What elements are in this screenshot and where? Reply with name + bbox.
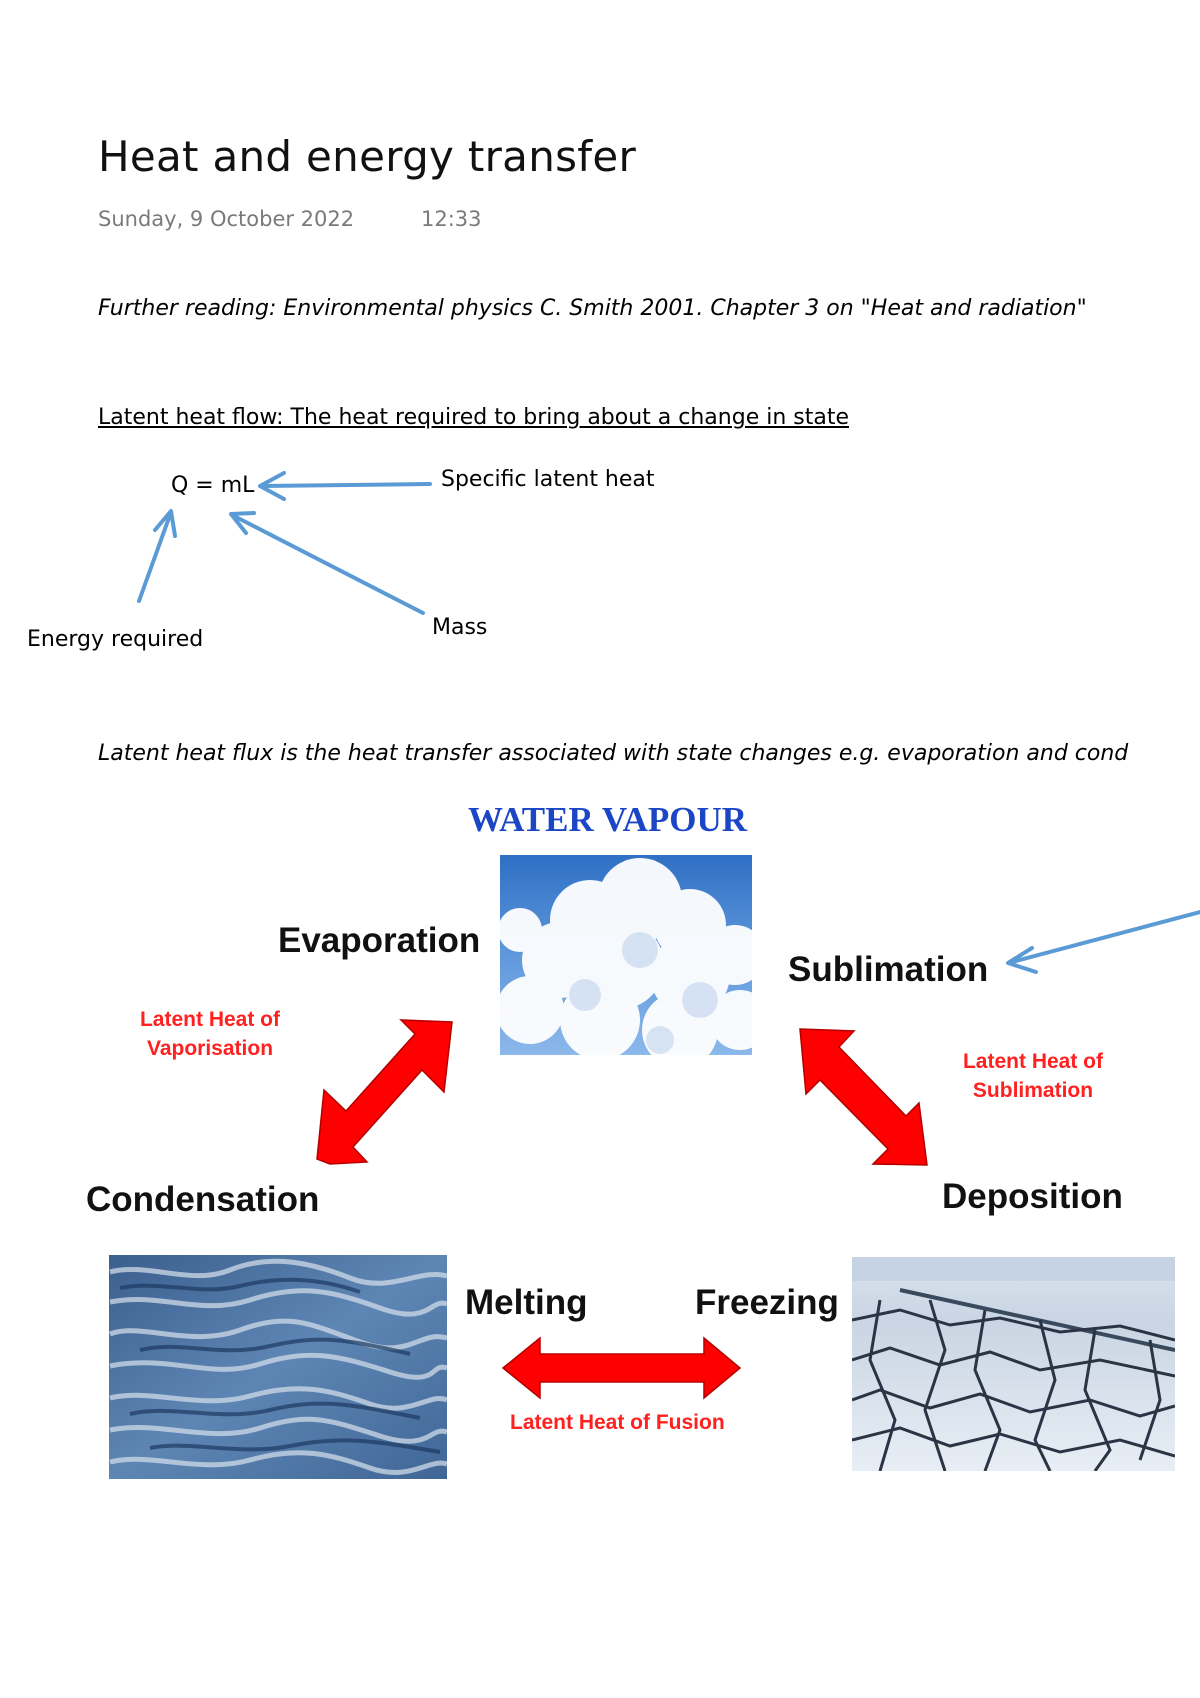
condensation-label: Condensation bbox=[86, 1180, 320, 1219]
latent-heat-flux-text: Latent heat flux is the heat transfer as… bbox=[98, 741, 1129, 766]
latent-heat-vaporisation-line2: Vaporisation bbox=[146, 1037, 274, 1060]
sublimation-label: Sublimation bbox=[788, 950, 989, 989]
evaporation-label: Evaporation bbox=[278, 921, 481, 960]
page-date: Sunday, 9 October 2022 bbox=[98, 207, 355, 231]
water-vapour-title: WATER VAPOUR bbox=[468, 800, 748, 839]
latent-heat-vaporisation-line1: Latent Heat of bbox=[139, 1008, 280, 1031]
arrow-mass bbox=[229, 511, 425, 615]
mass-label: Mass bbox=[432, 615, 488, 640]
latent-heat-heading: Latent heat flow: The heat required to b… bbox=[98, 405, 849, 430]
water-image bbox=[109, 1255, 447, 1479]
latent-heat-fusion-label: Latent Heat of Fusion bbox=[510, 1411, 725, 1434]
latent-heat-sublimation-label: Latent Heat of Sublimation bbox=[938, 1047, 1128, 1105]
melting-label: Melting bbox=[465, 1283, 588, 1322]
arrow-sublimation bbox=[1006, 910, 1200, 974]
arrow-specific-latent-heat bbox=[258, 471, 432, 501]
red-arrow-fusion bbox=[501, 1336, 742, 1400]
formula-text: Q = mL bbox=[171, 473, 255, 498]
page-time: 12:33 bbox=[421, 207, 482, 231]
page-title: Heat and energy transfer bbox=[98, 132, 637, 181]
red-arrow-sublimation bbox=[799, 1028, 928, 1166]
energy-required-label: Energy required bbox=[27, 627, 204, 652]
freezing-label: Freezing bbox=[695, 1283, 839, 1322]
specific-latent-heat-label: Specific latent heat bbox=[441, 467, 655, 492]
latent-heat-vaporisation-label: Latent Heat of Vaporisation bbox=[120, 1005, 300, 1063]
latent-heat-sublimation-line1: Latent Heat of bbox=[962, 1050, 1103, 1073]
latent-heat-sublimation-line2: Sublimation bbox=[972, 1079, 1094, 1102]
ice-image bbox=[852, 1257, 1175, 1471]
further-reading-text: Further reading: Environmental physics C… bbox=[98, 296, 1087, 321]
deposition-label: Deposition bbox=[942, 1177, 1123, 1216]
red-arrow-vaporisation bbox=[316, 1019, 453, 1165]
cloud-image bbox=[500, 855, 752, 1055]
arrow-energy-required bbox=[137, 509, 177, 603]
